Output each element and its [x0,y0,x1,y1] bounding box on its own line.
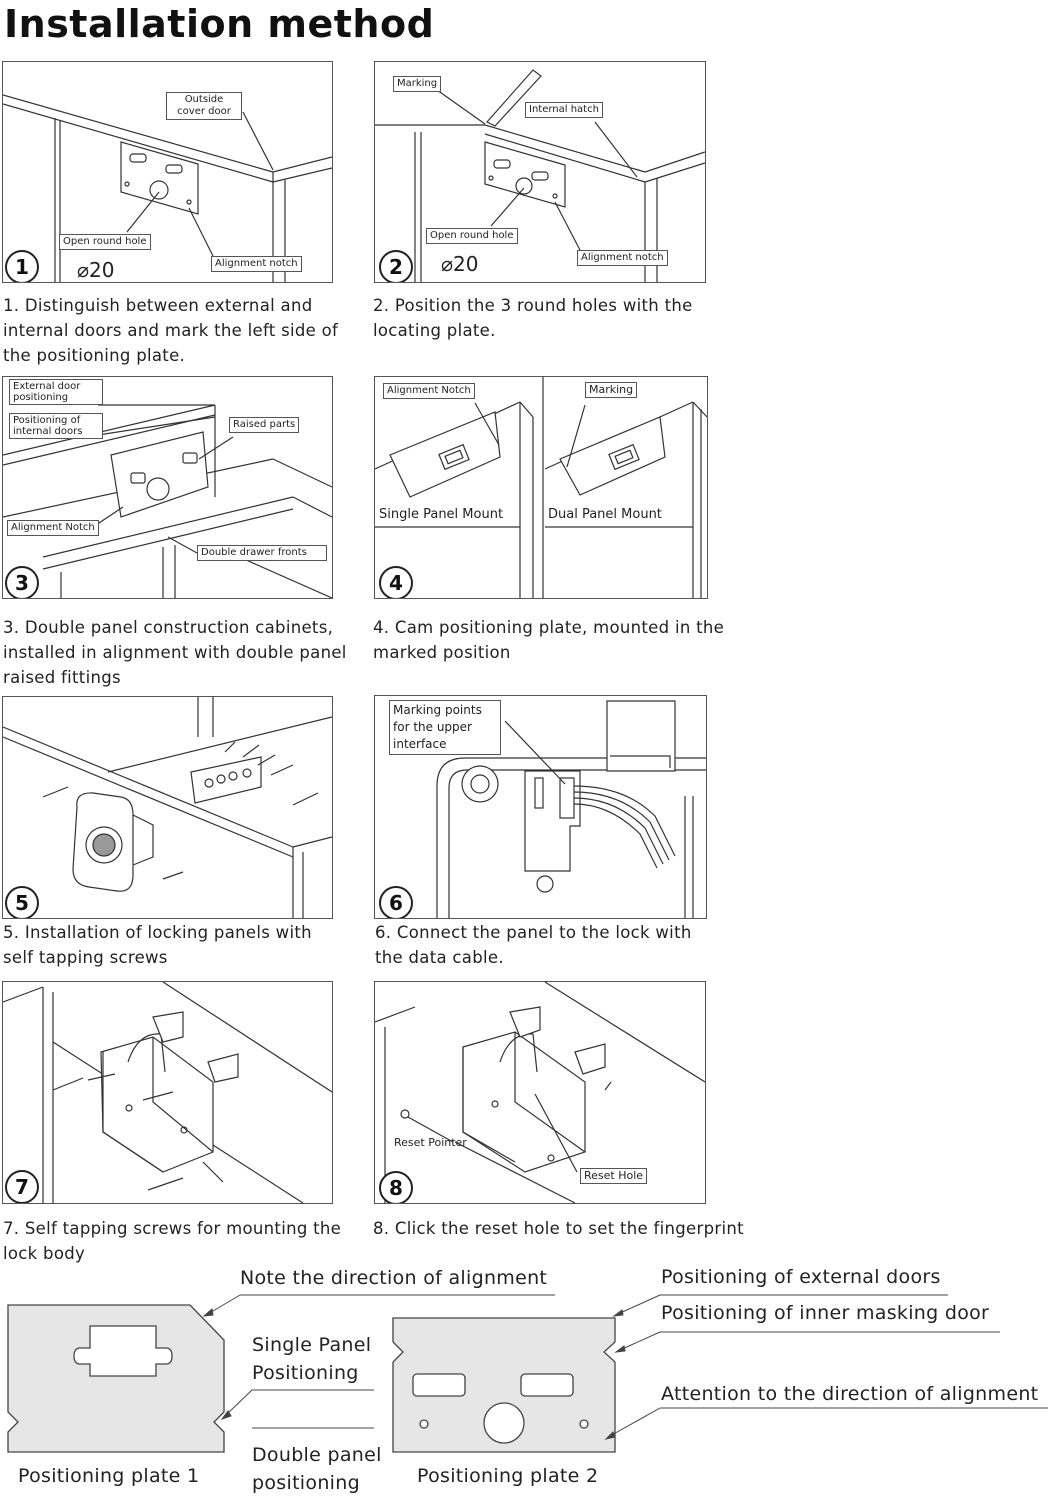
step-5-drawing [3,697,332,918]
callout-internal-hatch: Internal hatch [525,102,603,118]
step-number-badge: 5 [5,886,39,918]
callout-alignment-notch: Alignment notch [211,256,302,272]
positioning-plates-drawing [7,1294,1048,1453]
plate-2-small-hole-right [579,1419,589,1429]
label-positioning-inner-masking-door: Positioning of inner masking door [661,1302,990,1324]
step-7-drawing [3,982,332,1203]
page-title: Installation method [4,2,435,46]
callout-open-round-hole: Open round hole [59,234,151,250]
step-number-badge: 7 [5,1170,39,1203]
step-number-badge: 3 [5,566,39,598]
diameter-label: ⌀20 [77,258,115,282]
step-3-caption: 3. Double panel construction cabinets, i… [3,618,347,687]
label-positioning-external-doors: Positioning of external doors [661,1266,941,1288]
step-7-diagram: 7 [2,981,333,1204]
callout-marking-points-upper-interface: Marking points for the upper interface [389,700,501,755]
step-3-diagram: External door positioning Positioning of… [2,376,333,599]
step-6-diagram: Marking points for the upper interface 6 [374,695,707,919]
step-number-badge: 8 [379,1171,413,1203]
label-single-panel-mount: Single Panel Mount [379,507,504,522]
plate-1-slot [73,1325,173,1377]
label-single-panel-positioning: Single Panel Positioning [252,1334,372,1384]
label-dual-panel-mount: Dual Panel Mount [548,507,662,522]
label-positioning-plate-1: Positioning plate 1 [18,1465,200,1487]
callout-reset-pointer: Reset Pointer [394,1136,467,1149]
step-8-diagram: Reset Pointer Reset Hole 8 [374,981,706,1204]
label-positioning-plate-2: Positioning plate 2 [417,1465,599,1487]
step-7-caption: 7. Self tapping screws for mounting the … [3,1219,342,1263]
step-6-drawing [436,700,706,918]
step-1-diagram: Outside cover door Open round hole Align… [2,61,333,283]
positioning-plate-2 [392,1317,616,1453]
step-4-diagram: Alignment Notch Marking Single Panel Mou… [374,376,708,599]
plate-2-small-hole-left [419,1419,429,1429]
callout-reset-hole: Reset Hole [580,1168,648,1184]
step-number-badge: 6 [379,886,413,918]
label-attention-direction-alignment: Attention to the direction of alignment [661,1383,1039,1405]
step-2-diagram: Marking Internal hatch Open round hole A… [374,61,706,283]
callout-marking: Marking [393,76,442,92]
step-4-caption: 4. Cam positioning plate, mounted in the… [373,618,725,662]
step-6-caption: 6. Connect the panel to the lock with th… [375,923,692,967]
step-number-badge: 1 [5,250,39,282]
step-5-caption: 5. Installation of locking panels with s… [3,923,312,967]
plate-2-slot-right [520,1373,574,1397]
label-double-panel-positioning: Double panel positioning [252,1444,382,1494]
callout-outside-cover-door: Outside cover door [166,92,242,120]
callout-alignment-notch: Alignment Notch [383,383,475,399]
step-2-caption: 2. Position the 3 round holes with the l… [373,296,693,340]
step-8-drawing [375,982,705,1203]
step-1-drawing [3,94,332,282]
step-2-drawing [375,69,705,282]
callout-external-door-positioning: External door positioning [9,379,103,405]
step-8-caption: 8. Click the reset hole to set the finge… [373,1219,744,1238]
callout-positioning-internal-doors: Positioning of internal doors [9,413,103,439]
plate-2-center-hole [483,1402,525,1444]
positioning-plate-1 [7,1304,225,1453]
step-1-caption: 1. Distinguish between external and inte… [3,296,339,365]
callout-alignment-notch: Alignment notch [577,250,668,266]
diameter-label: ⌀20 [441,252,479,276]
step-number-badge: 4 [379,566,413,598]
step-5-diagram: 5 [2,696,333,919]
label-note-direction-alignment: Note the direction of alignment [240,1267,548,1289]
step-3-drawing [3,404,332,598]
callout-open-round-hole: Open round hole [426,228,518,244]
callout-marking: Marking [585,382,638,398]
callout-double-drawer-fronts: Double drawer fronts [197,545,327,561]
step-number-badge: 2 [379,250,413,282]
callout-raised-parts: Raised parts [229,417,300,433]
step-4-drawing [375,377,707,598]
callout-alignment-notch: Alignment Notch [7,520,99,536]
plate-2-slot-left [412,1373,466,1397]
